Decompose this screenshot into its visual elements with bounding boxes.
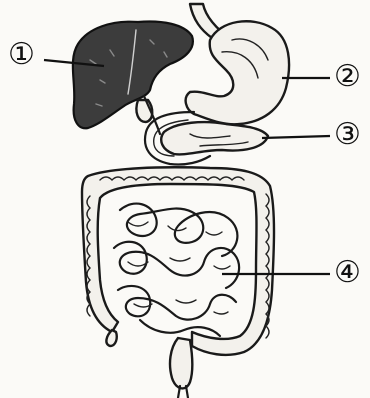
label-stomach: ②: [334, 62, 361, 92]
rectum: [170, 338, 192, 388]
leader-line-3: [262, 136, 330, 138]
small-intestine: [114, 204, 239, 336]
label-liver: ①: [8, 40, 35, 70]
appendix: [106, 330, 116, 346]
stomach: [186, 21, 289, 124]
label-pancreas: ③: [334, 120, 361, 150]
label-small-intestine: ④: [334, 258, 361, 288]
